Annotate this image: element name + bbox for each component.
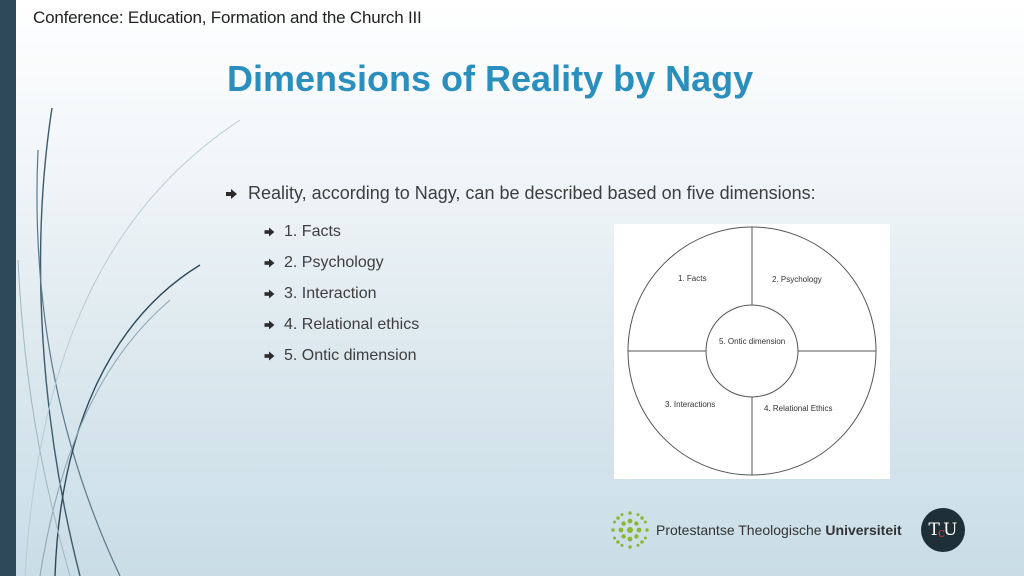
slide-title: Dimensions of Reality by Nagy [227, 58, 754, 99]
arrow-bullet-icon [264, 226, 275, 237]
inner-circle [705, 304, 799, 398]
sub-bullet-item: 5. Ontic dimension [264, 340, 816, 371]
sub-bullet-text: 5. Ontic dimension [284, 346, 417, 364]
quadrant-label: 1. Facts [678, 274, 706, 283]
badge-middle-letter: c [937, 525, 946, 541]
sub-bullet-list: 1. Facts 2. Psychology 3. Interaction 4.… [264, 216, 816, 371]
university-logo: Protestantse Theologische Universiteit [610, 510, 902, 550]
arrow-bullet-icon [264, 288, 275, 299]
conference-title: Conference: Education, Formation and the… [33, 8, 422, 27]
bullet-list: Reality, according to Nagy, can be descr… [226, 183, 816, 371]
dimensions-diagram-svg: 1. Facts 2. Psychology 3. Interactions 4… [627, 226, 877, 476]
sub-bullet-text: 2. Psychology [284, 253, 384, 271]
dimensions-diagram: 1. Facts 2. Psychology 3. Interactions 4… [614, 224, 890, 479]
sub-bullet-text: 4. Relational ethics [284, 315, 420, 333]
quadrant-label: 3. Interactions [665, 400, 715, 409]
arrow-bullet-icon [264, 257, 275, 268]
sub-bullet-item: 2. Psychology [264, 247, 816, 278]
arrow-bullet-icon [264, 350, 275, 361]
main-bullet-text: Reality, according to Nagy, can be descr… [248, 183, 816, 203]
quadrant-label: 2. Psychology [772, 275, 822, 284]
university-name-bold: Universiteit [825, 522, 902, 538]
sub-bullet-text: 1. Facts [284, 222, 341, 240]
main-bullet: Reality, according to Nagy, can be descr… [226, 183, 816, 204]
center-label: 5. Ontic dimension [719, 337, 785, 346]
sub-bullet-item: 4. Relational ethics [264, 309, 816, 340]
badge-letter: U [943, 520, 958, 540]
university-name-regular: Protestantse Theologische [656, 522, 826, 538]
university-emblem-icon [611, 511, 649, 549]
sub-bullet-text: 3. Interaction [284, 284, 377, 302]
left-accent-bar [0, 0, 16, 576]
sub-bullet-item: 3. Interaction [264, 278, 816, 309]
sub-bullet-item: 1. Facts [264, 216, 816, 247]
arrow-bullet-icon [226, 188, 237, 199]
badge-letter: T [928, 520, 940, 540]
arrow-bullet-icon [264, 319, 275, 330]
university-name: Protestantse Theologische Universiteit [656, 522, 902, 538]
quadrant-label: 4. Relational Ethics [764, 404, 832, 413]
decorative-curves [17, 107, 241, 576]
